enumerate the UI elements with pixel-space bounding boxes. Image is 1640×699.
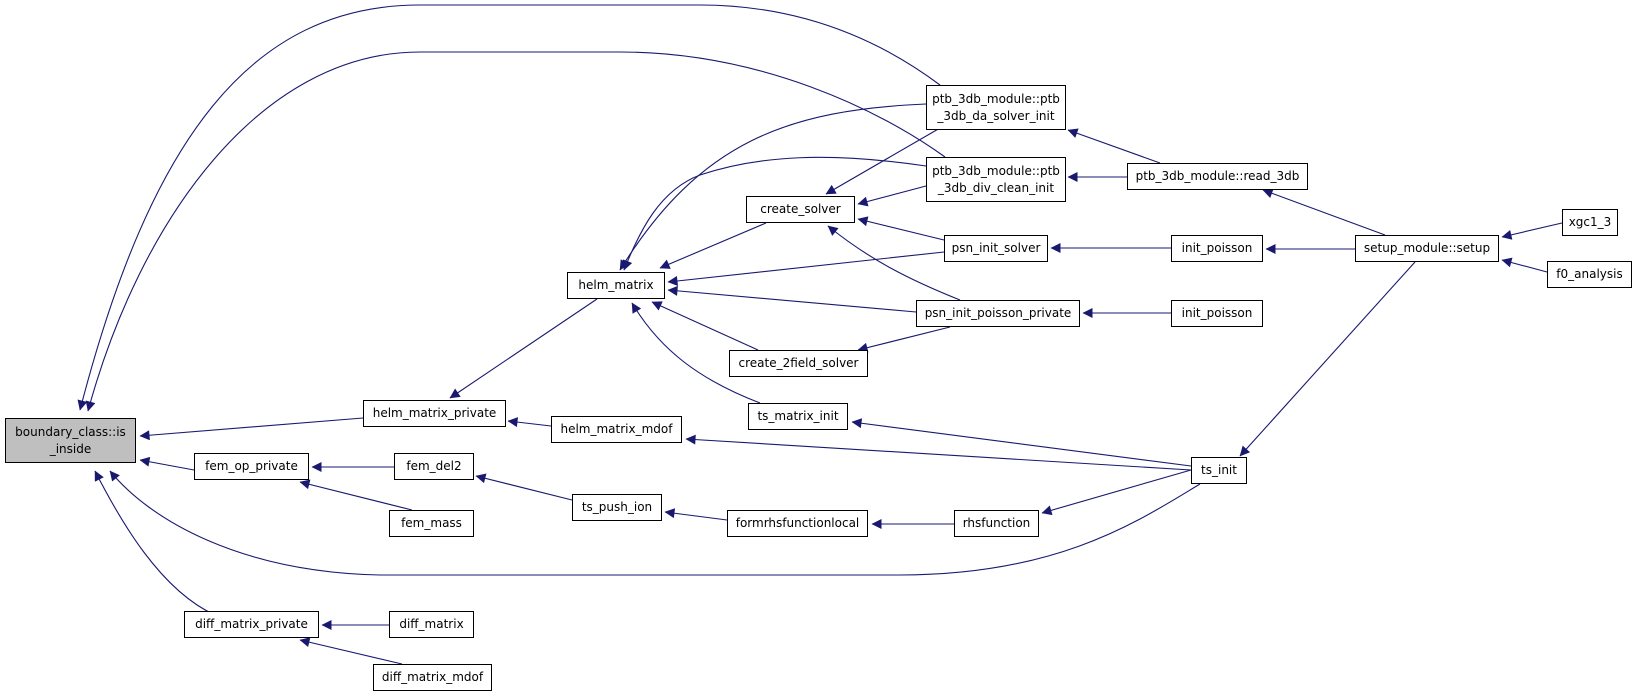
edge-ptb-da-solver-init-to-create-solver (825, 127, 941, 195)
node-setup-module-setup[interactable]: setup_module::setup (1355, 235, 1499, 262)
node-fem-op-private[interactable]: fem_op_private (194, 453, 309, 480)
node-diff-matrix-private[interactable]: diff_matrix_private (184, 611, 319, 638)
node-psn-init-poisson-private[interactable]: psn_init_poisson_private (916, 300, 1080, 327)
node-rhsfunction[interactable]: rhsfunction (954, 510, 1039, 537)
edge-ptb-da-solver-init-to-helm-matrix (619, 103, 927, 271)
edge-helm-matrix-private-to-boundary (139, 417, 364, 441)
edge-ts-matrix-init-to-helm-matrix (631, 302, 761, 404)
edge-fem-op-private-to-boundary (139, 456, 195, 471)
node-ptb-3db-da-solver-init[interactable]: ptb_3db_module::ptb _3db_da_solver_init (926, 85, 1066, 130)
node-ptb-3db-read-3db[interactable]: ptb_3db_module::read_3db (1127, 163, 1308, 190)
edge-fem-mass-to-fem-op-private (299, 479, 413, 511)
edge-f0-analysis-to-setup (1501, 257, 1548, 273)
node-fem-mass[interactable]: fem_mass (389, 510, 474, 537)
edge-ptb-da-solver-init-to-boundary-upper (77, 4, 941, 411)
node-create-solver[interactable]: create_solver (746, 196, 855, 223)
node-psn-init-solver[interactable]: psn_init_solver (944, 235, 1048, 262)
node-ptb-3db-div-clean-init[interactable]: ptb_3db_module::ptb _3db_div_clean_init (926, 157, 1066, 202)
edge-setup-to-ts-init (1239, 261, 1416, 457)
edge-create-solver-to-helm-matrix (659, 222, 767, 269)
node-formrhsfunctionlocal[interactable]: formrhsfunctionlocal (727, 510, 868, 537)
edge-psn-init-poisson-private-to-create-2field-solver (857, 326, 951, 353)
edge-ptb-div-clean-init-to-create-solver (857, 185, 927, 207)
node-init-poisson-1[interactable]: init_poisson (1171, 235, 1263, 262)
node-ts-matrix-init[interactable]: ts_matrix_init (748, 403, 848, 430)
node-boundary-class-is-inside: boundary_class::is _inside (5, 418, 136, 463)
edge-psn-init-poisson-private-to-helm-matrix (667, 285, 917, 313)
node-init-poisson-2[interactable]: init_poisson (1171, 300, 1263, 327)
node-ts-push-ion[interactable]: ts_push_ion (572, 494, 662, 521)
edge-formrhsfunctionlocal-to-ts-push-ion (664, 508, 728, 521)
node-helm-matrix-private[interactable]: helm_matrix_private (363, 400, 506, 427)
node-fem-del2[interactable]: fem_del2 (394, 453, 474, 480)
edge-ts-init-to-helm-matrix-mdof (685, 434, 1192, 471)
edge-diff-matrix-private-to-boundary (94, 470, 216, 616)
node-diff-matrix-mdof[interactable]: diff_matrix_mdof (373, 664, 492, 691)
node-helm-matrix-mdof[interactable]: helm_matrix_mdof (551, 416, 682, 443)
edge-ts-init-to-ts-matrix-init (851, 418, 1192, 467)
edge-diff-matrix-mdof-to-diff-matrix-private (299, 637, 403, 665)
node-helm-matrix[interactable]: helm_matrix (567, 272, 665, 299)
edge-xgc1-3-to-setup (1501, 222, 1563, 240)
edge-ptb-div-clean-init-to-helm-matrix (622, 156, 927, 271)
node-diff-matrix[interactable]: diff_matrix (389, 611, 474, 638)
edge-helm-matrix-to-helm-matrix-private (449, 298, 598, 399)
edge-psn-init-solver-to-helm-matrix (667, 251, 945, 286)
edge-helm-matrix-mdof-to-helm-matrix-private (507, 417, 552, 428)
node-create-2field-solver[interactable]: create_2field_solver (729, 350, 868, 377)
edge-ts-init-to-rhsfunction (1041, 469, 1192, 516)
node-xgc1-3[interactable]: xgc1_3 (1562, 209, 1618, 236)
edge-ptb-read-3db-to-ptb-da-solver-init (1067, 128, 1161, 164)
edge-create-2field-solver-to-helm-matrix (651, 301, 759, 351)
edge-ts-push-ion-to-fem-del2 (475, 473, 573, 501)
edge-ptb-div-clean-init-to-boundary (85, 51, 946, 412)
node-f0-analysis[interactable]: f0_analysis (1547, 261, 1632, 288)
edge-setup-to-ptb-read-3db (1262, 188, 1386, 236)
edge-ts-init-to-boundary (109, 470, 1201, 576)
edge-psn-init-poisson-private-to-create-solver (827, 225, 961, 301)
edge-psn-init-solver-to-create-solver (857, 216, 945, 241)
node-ts-init[interactable]: ts_init (1191, 457, 1247, 484)
